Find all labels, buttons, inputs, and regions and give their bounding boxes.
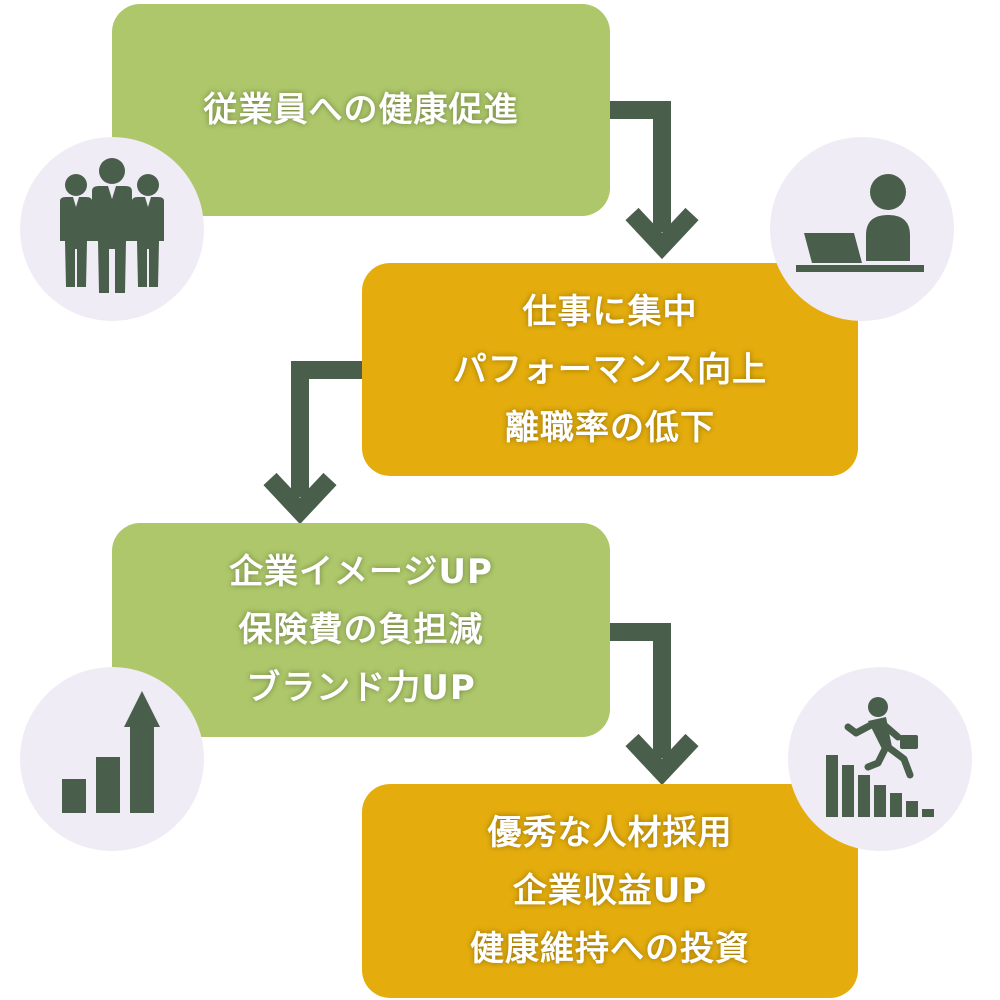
step-2-line-3: 離職率の低下: [505, 407, 715, 448]
growth-bar-chart-icon: [62, 691, 160, 813]
person-at-laptop-icon: [796, 174, 924, 272]
step-1-icon-circle: [20, 137, 204, 321]
step-4-line-1: 優秀な人材採用: [487, 813, 733, 853]
step-4-icon-circle: [788, 667, 972, 851]
arrow-step3-to-step4: [600, 623, 699, 786]
step-4-box: 優秀な人材採用 企業収益UP 健康維持への投資: [362, 784, 858, 998]
step-3-line-1: 企業イメージUP: [229, 552, 493, 592]
step-2-icon-circle: [770, 137, 954, 321]
step-3-line-3: ブランド力UP: [246, 668, 476, 708]
step-2-line-2: パフォーマンス向上: [452, 349, 768, 390]
climbing-stairs-icon: [826, 697, 934, 817]
step-3-icon-circle: [20, 667, 204, 851]
step-2-box: 仕事に集中 パフォーマンス向上 離職率の低下: [362, 263, 858, 476]
step-1-box: 従業員への健康促進: [112, 4, 610, 216]
step-4-line-3: 健康維持への投資: [470, 929, 750, 969]
step-1-text: 従業員への健康促進: [203, 90, 519, 130]
business-team-icon: [60, 158, 164, 293]
arrow-step1-to-step2: [600, 101, 699, 260]
step-2-line-1: 仕事に集中: [522, 291, 698, 332]
step-3-box: 企業イメージUP 保険費の負担減 ブランド力UP: [112, 523, 610, 737]
arrow-step2-to-step3: [263, 361, 370, 525]
step-4-line-2: 企業収益UP: [512, 871, 708, 911]
step-3-line-2: 保険費の負担減: [238, 610, 484, 650]
